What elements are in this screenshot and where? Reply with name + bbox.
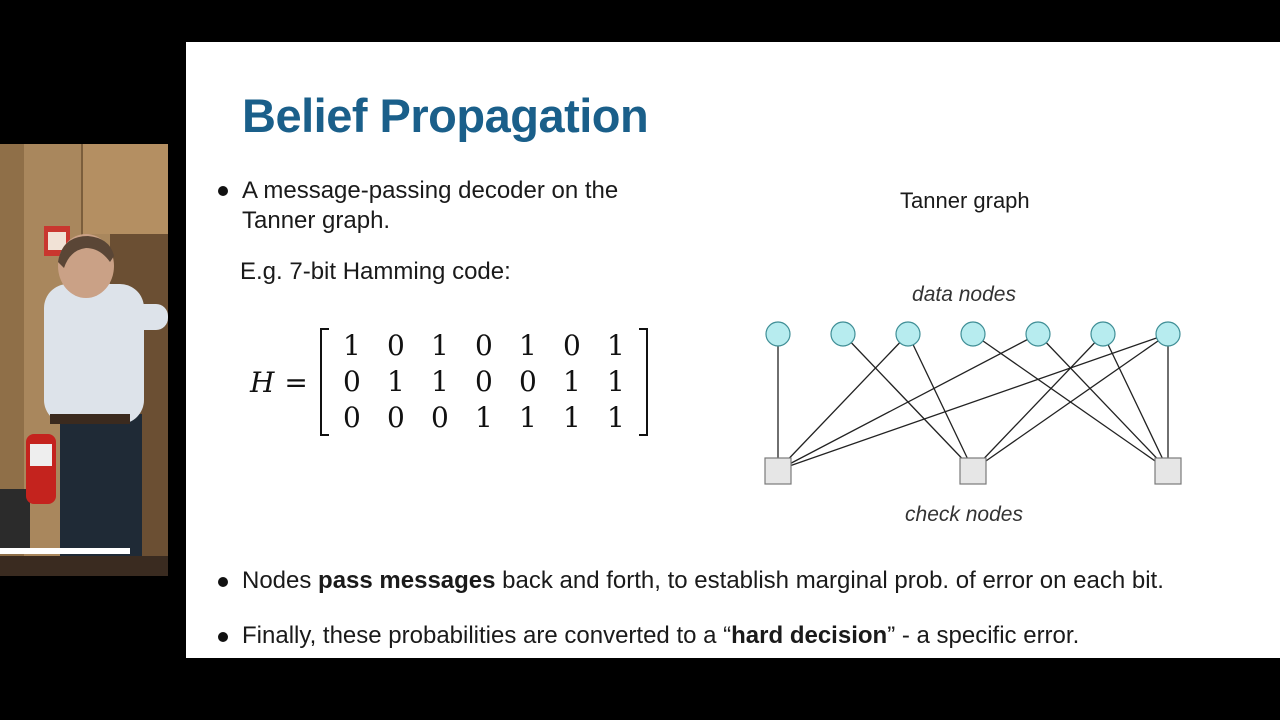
check-nodes-label: check nodes: [905, 503, 1023, 526]
tanner-graph: data nodes check nodes: [764, 283, 1182, 526]
bullet-2-text: Nodes pass messages back and forth, to e…: [242, 567, 1164, 595]
matrix-cell: 0: [562, 329, 581, 362]
matrix-cell: 0: [474, 329, 493, 362]
bullet-2-pre: Nodes: [242, 567, 319, 594]
matrix-cell: 0: [342, 401, 361, 434]
matrix-cell: 0: [386, 329, 405, 362]
data-node: [1090, 321, 1116, 347]
speaker-camera-inset: [0, 144, 168, 576]
matrix-cell: 1: [430, 329, 449, 362]
matrix-symbol: H: [250, 365, 275, 399]
matrix-equals-sign: =: [284, 365, 308, 399]
matrix-cell: 1: [606, 329, 625, 362]
bullet-3-bold: hard decision: [731, 622, 888, 649]
bullet-1-marker: [218, 186, 228, 196]
matrix-cell: 1: [606, 401, 625, 434]
matrix-cell: 0: [342, 365, 361, 398]
matrix-cell: 1: [518, 401, 537, 434]
matrix-cell: 0: [430, 401, 449, 434]
tanner-edge: [777, 333, 909, 471]
bullet-3-post: ” - a specific error.: [887, 622, 1080, 649]
matrix-cell: 1: [342, 329, 361, 362]
matrix-cell: 1: [562, 365, 581, 398]
tanner-edge: [777, 333, 1169, 471]
data-node: [830, 321, 856, 347]
matrix-left-bracket: [319, 328, 329, 436]
speaker-photo: [0, 144, 168, 576]
bullet-3-pre: Finally, these probabilities are convert…: [242, 622, 732, 649]
matrix-cell: 0: [386, 401, 405, 434]
check-node: [959, 457, 987, 485]
bullet-2-bold: pass messages: [318, 567, 496, 594]
bullet-3-marker: [218, 632, 228, 642]
data-node: [1155, 321, 1181, 347]
bullet-2-marker: [218, 577, 228, 587]
matrix-cell: 0: [474, 365, 493, 398]
matrix-right-bracket: [638, 328, 648, 436]
bullet-3-text: Finally, these probabilities are convert…: [242, 622, 1079, 650]
tanner-edge: [972, 333, 1169, 471]
data-node: [765, 321, 791, 347]
diagram-caption: Tanner graph: [900, 188, 1030, 213]
bullet-1-text: A message-passing decoder on the Tanner …: [242, 176, 618, 236]
tanner-edge: [1037, 333, 1169, 471]
matrix-cell: 1: [606, 365, 625, 398]
bullet-2-post: back and forth, to establish marginal pr…: [495, 567, 1164, 594]
presentation-slide: Belief Propagation A message-passing dec…: [186, 42, 1280, 658]
tanner-edge: [972, 333, 1104, 471]
bullet-1-line-2: Tanner graph.: [242, 207, 391, 234]
data-node: [1025, 321, 1051, 347]
tanner-edge: [1102, 333, 1169, 471]
example-label: E.g. 7-bit Hamming code:: [240, 258, 511, 285]
data-nodes-label: data nodes: [912, 283, 1016, 306]
matrix-cell: 1: [474, 401, 493, 434]
check-node: [764, 457, 792, 485]
slide-title: Belief Propagation: [242, 89, 649, 142]
matrix-cell: 1: [430, 365, 449, 398]
bullet-1-line-1: A message-passing decoder on the: [242, 177, 619, 204]
matrix-cell: 0: [518, 365, 537, 398]
data-node: [960, 321, 986, 347]
matrix-cell: 1: [562, 401, 581, 434]
tanner-edge: [842, 333, 974, 471]
matrix-cell: 1: [518, 329, 537, 362]
tanner-edge: [907, 333, 974, 471]
data-node: [895, 321, 921, 347]
check-node: [1154, 457, 1182, 485]
matrix-cell: 1: [386, 365, 405, 398]
